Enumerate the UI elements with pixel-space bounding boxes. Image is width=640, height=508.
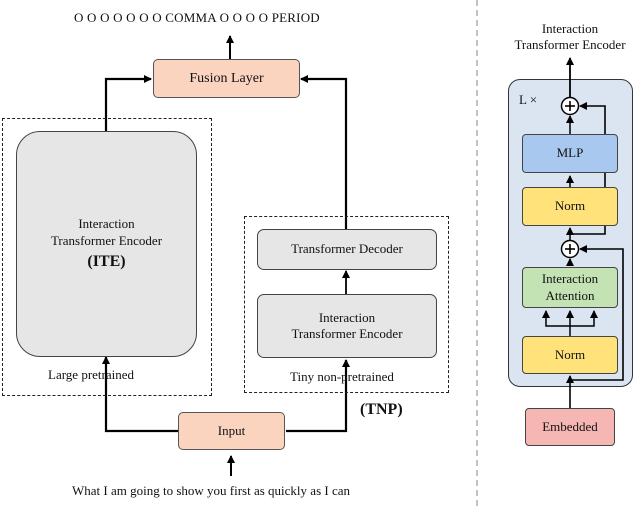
ite-title-line1: Interaction: [78, 216, 135, 232]
ite-abbrev: (ITE): [87, 252, 126, 270]
ite-container: [2, 118, 212, 396]
fusion-layer-box: Fusion Layer: [153, 59, 300, 98]
detail-title-line1: Interaction: [541, 21, 599, 36]
attention-line2: Attention: [545, 287, 595, 303]
tnp-caption: Tiny non-pretrained: [290, 369, 394, 384]
attention-line1: Interaction: [541, 271, 599, 287]
detail-title-line2: Transformer Encoder: [514, 37, 626, 52]
interaction-attention-box: Interaction Attention: [522, 267, 618, 308]
embedded-box: Embedded: [525, 408, 615, 446]
ite-title-line2: Transformer Encoder: [50, 232, 163, 248]
tnp-encoder-box: Interaction Transformer Encoder: [257, 294, 437, 358]
norm-bottom-label: Norm: [554, 346, 586, 362]
arrow-input-to-tnp: [286, 359, 350, 433]
ite-caption: Large pretrained: [48, 367, 135, 382]
tnp-encoder-line2: Transformer Encoder: [291, 326, 403, 341]
output-tokens: O O O O O O O COMMA O O O O PERIOD: [74, 10, 320, 25]
norm-top-box: Norm: [522, 187, 618, 226]
arrow-input-to-ite: [102, 356, 178, 433]
mlp-label: MLP: [556, 145, 584, 161]
input-box: Input: [178, 412, 285, 450]
input-sentence: What I am going to show you first as qui…: [72, 483, 350, 498]
arrow-ite-to-fusion: [104, 75, 152, 131]
tnp-decoder-label: Transformer Decoder: [291, 241, 403, 257]
repeat-label: L ×: [519, 92, 538, 107]
input-label: Input: [217, 422, 246, 438]
fusion-layer-label: Fusion Layer: [189, 70, 264, 86]
ite-box: Interaction Transformer Encoder (ITE): [16, 131, 197, 357]
tnp-abbrev: (TNP): [360, 401, 403, 418]
tnp-encoder-line1: Interaction: [318, 309, 376, 325]
arrow-tnp-to-fusion: [300, 75, 348, 229]
add-node-top: [560, 96, 580, 116]
tnp-decoder-box: Transformer Decoder: [257, 229, 437, 270]
norm-bottom-box: Norm: [522, 336, 618, 374]
tnp-container: [244, 216, 449, 393]
norm-top-label: Norm: [554, 198, 586, 214]
mlp-box: MLP: [522, 134, 618, 173]
add-node-bottom: [560, 239, 580, 259]
embedded-label: Embedded: [542, 418, 598, 434]
residual-connection-1: [570, 245, 624, 381]
